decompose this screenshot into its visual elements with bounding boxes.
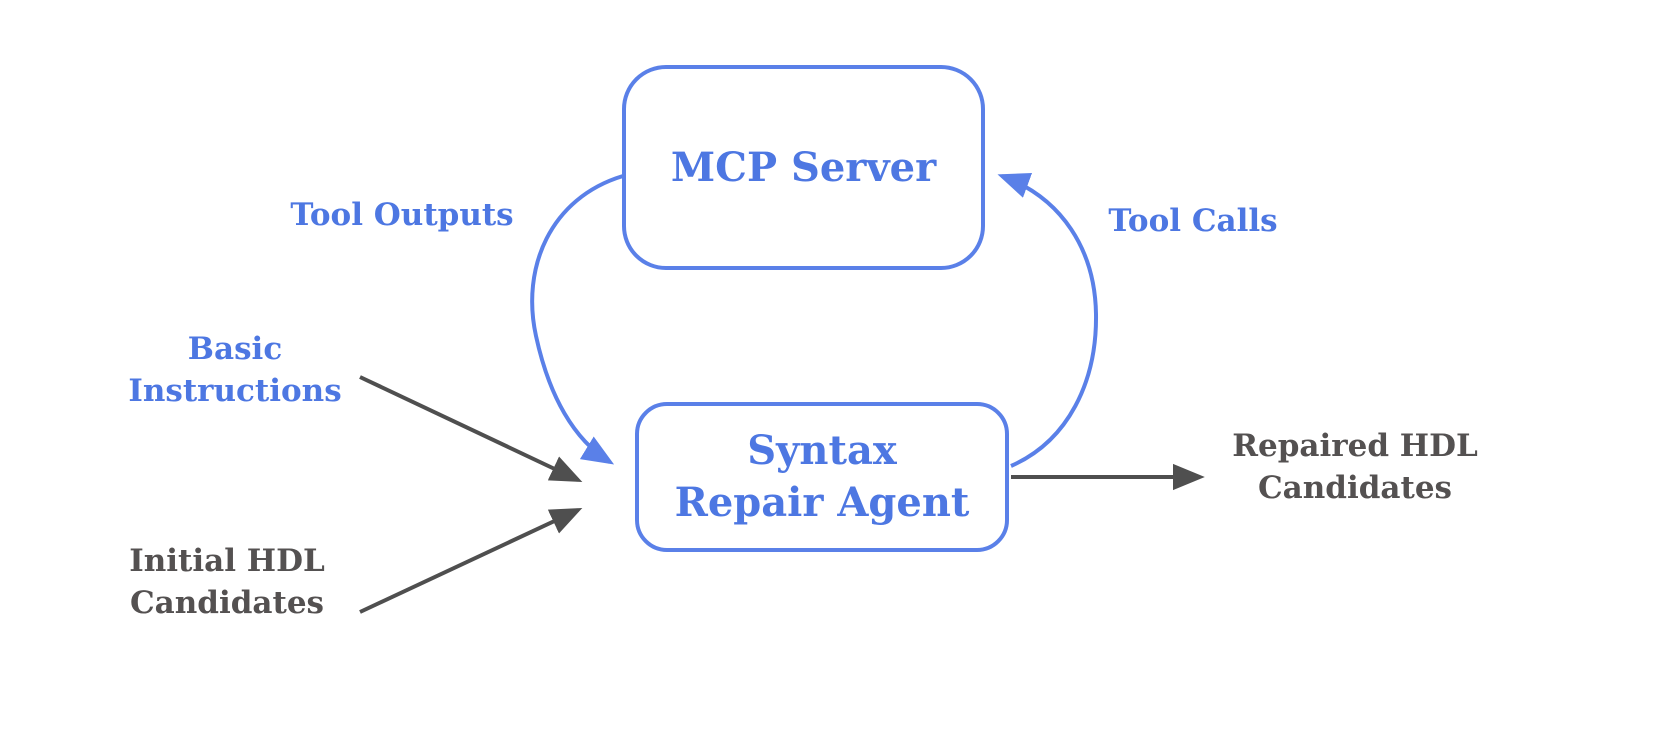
syntax-repair-agent-label: Syntax Repair Agent — [674, 427, 970, 526]
mcp-server-label: MCP Server — [670, 143, 937, 191]
tool-calls-arrow — [997, 172, 1099, 468]
basic-instructions-label: Basic Instructions — [128, 331, 342, 410]
initial-hdl-candidates-arrow — [359, 507, 583, 614]
tool-outputs-arrow — [530, 174, 624, 465]
basic-instructions-arrow — [359, 375, 583, 483]
repaired-hdl-candidates-label: Repaired HDL Candidates — [1232, 428, 1478, 507]
syntax-repair-agent-node: Syntax Repair Agent — [635, 402, 1009, 552]
tool-outputs-label: Tool Outputs — [290, 197, 514, 233]
initial-hdl-candidates-label: Initial HDL Candidates — [129, 543, 325, 622]
tool-calls-label: Tool Calls — [1108, 203, 1278, 239]
mcp-server-node: MCP Server — [622, 65, 985, 270]
